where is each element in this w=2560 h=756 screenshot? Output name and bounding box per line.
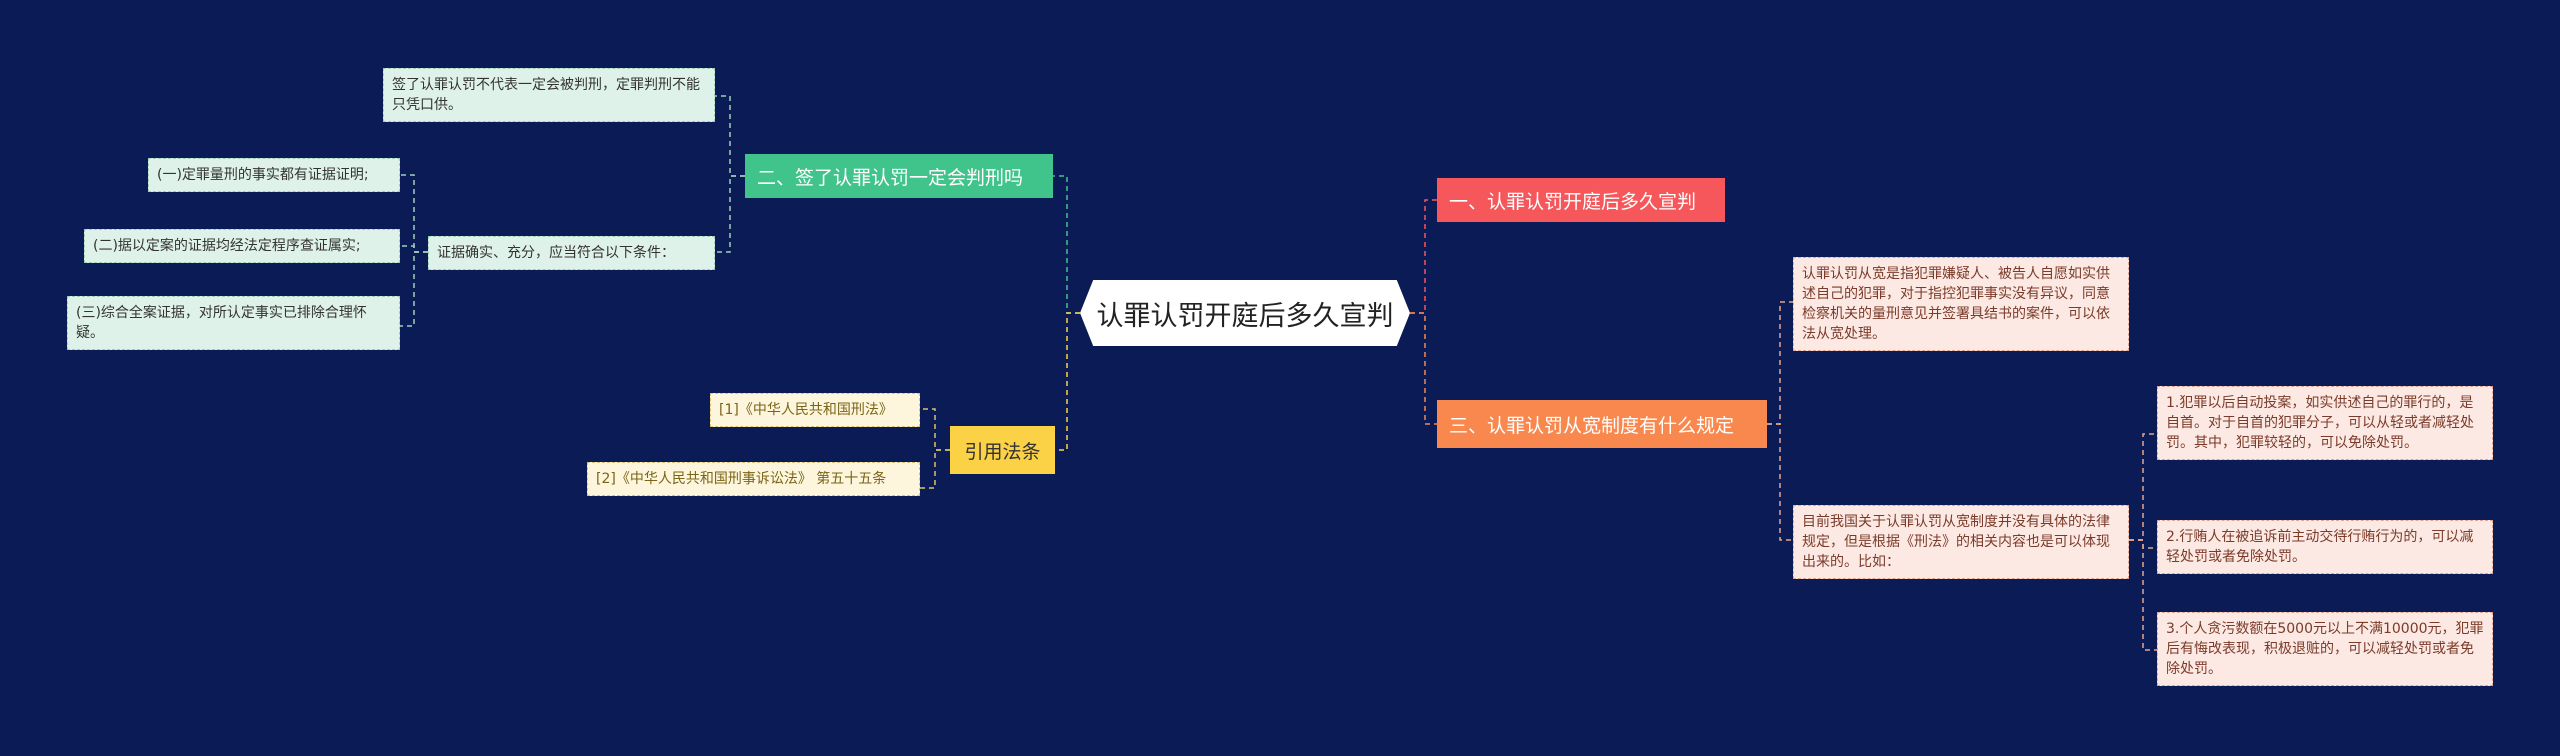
leaf-plea-not-conviction[interactable]: 签了认罪认罚不代表一定会被判刑，定罪判刑不能只凭口供。 bbox=[383, 68, 715, 122]
line-b2-g1 bbox=[715, 95, 745, 177]
leaf-leniency-definition[interactable]: 认罪认罚从宽是指犯罪嫌疑人、被告人自愿如实供述自己的犯罪，对于指控犯罪事实没有异… bbox=[1793, 257, 2129, 351]
leaf-condition-2[interactable]: (二)据以定案的证据均经法定程序查证属实; bbox=[84, 229, 400, 263]
line-b3-r1 bbox=[1767, 301, 1793, 425]
line-b2-g2 bbox=[715, 175, 745, 253]
line-root-b3 bbox=[1410, 312, 1437, 425]
line-root-b1 bbox=[1410, 199, 1437, 314]
line-r2-r3 bbox=[2129, 433, 2157, 541]
branch-leniency-rules[interactable]: 三、认罪认罚从宽制度有什么规定 bbox=[1437, 400, 1767, 448]
line-g2-g3 bbox=[400, 174, 428, 253]
leaf-condition-3[interactable]: (三)综合全案证据，对所认定事实已排除合理怀疑。 bbox=[67, 296, 400, 350]
leaf-evidence-conditions[interactable]: 证据确实、充分，应当符合以下条件： bbox=[428, 236, 715, 270]
leaf-condition-1[interactable]: (一)定罪量刑的事实都有证据证明; bbox=[148, 158, 400, 192]
leaf-criminal-law[interactable]: [1]《中华人民共和国刑法》 bbox=[710, 393, 920, 427]
leaf-legal-basis[interactable]: 目前我国关于认罪认罚从宽制度并没有具体的法律规定，但是根据《刑法》的相关内容也是… bbox=[1793, 505, 2129, 579]
line-b3-r2 bbox=[1767, 423, 1793, 541]
root-topic[interactable]: 认罪认罚开庭后多久宣判 bbox=[1080, 280, 1410, 346]
line-root-b2 bbox=[1053, 175, 1080, 314]
branch-plea-conviction[interactable]: 二、签了认罪认罚一定会判刑吗 bbox=[745, 154, 1053, 198]
leaf-rule-surrender[interactable]: 1.犯罪以后自动投案，如实供述自己的罪行的，是自首。对于自首的犯罪分子，可以从轻… bbox=[2157, 386, 2493, 460]
branch-sentencing-timing[interactable]: 一、认罪认罚开庭后多久宣判 bbox=[1437, 178, 1725, 222]
leaf-rule-bribery[interactable]: 2.行贿人在被追诉前主动交待行贿行为的，可以减轻处罚或者免除处罚。 bbox=[2157, 520, 2493, 574]
line-b4-y1 bbox=[920, 408, 950, 451]
line-r2-r5 bbox=[2129, 539, 2157, 651]
line-g2-g5 bbox=[400, 251, 428, 327]
line-b4-y2 bbox=[920, 449, 950, 489]
leaf-rule-embezzlement[interactable]: 3.个人贪污数额在5000元以上不满10000元，犯罪后有悔改表现，积极退赃的，… bbox=[2157, 612, 2493, 686]
line-g2-g4 bbox=[400, 245, 428, 253]
branch-cited-laws[interactable]: 引用法条 bbox=[950, 426, 1055, 474]
leaf-criminal-procedure-law[interactable]: [2]《中华人民共和国刑事诉讼法》 第五十五条 bbox=[587, 462, 920, 496]
line-root-b4 bbox=[1055, 312, 1080, 451]
